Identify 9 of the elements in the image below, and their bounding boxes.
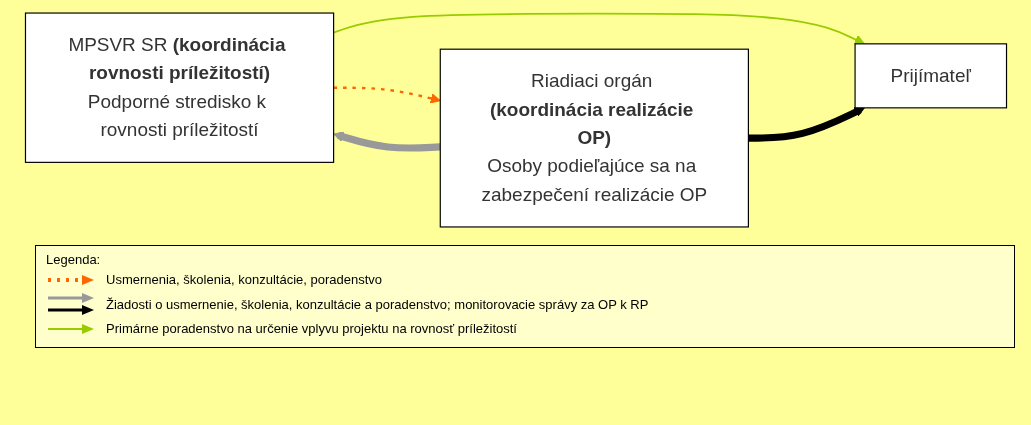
legend-title: Legenda: bbox=[46, 252, 102, 267]
arrow bbox=[747, 106, 865, 142]
arrow bbox=[332, 131, 440, 152]
node-box: Riadiaci orgán (koordinácia realizácie OP) Osoby podieľajúce sa na zabezpečení realizácie OP bbox=[439, 48, 749, 228]
node-box: Prijímateľ bbox=[853, 43, 1007, 109]
legend-text: Žiadosti o usmernenie, školenia, konzultácie a poradenstvo; monitorovacie správy za OP k RP bbox=[106, 296, 649, 312]
node-box: MPSVR SR (koordinácia rovnosti príležitostí) Podporné stredisko k rovnosti príležitostí bbox=[24, 12, 334, 163]
legend-text: Usmernenia, školenia, konzultácie, poradenstvo bbox=[106, 272, 383, 287]
legend-text: Primárne poradenstvo na určenie vplyvu projektu na rovnosť príležitostí bbox=[106, 321, 517, 336]
